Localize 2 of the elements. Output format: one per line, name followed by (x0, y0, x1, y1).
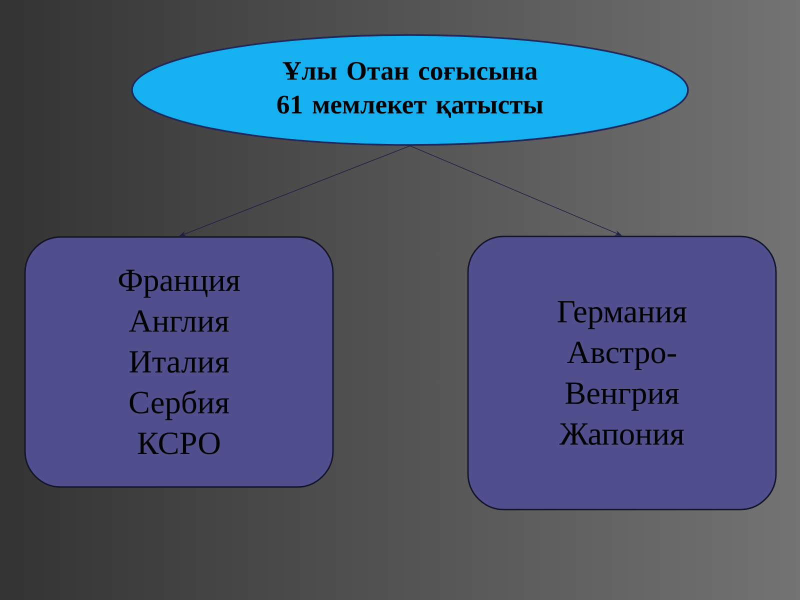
country-box: Франция Англия Италия Сербия КСРО (24, 236, 334, 488)
country-box: Германия Австро-Венгрия Жапония (467, 236, 777, 510)
